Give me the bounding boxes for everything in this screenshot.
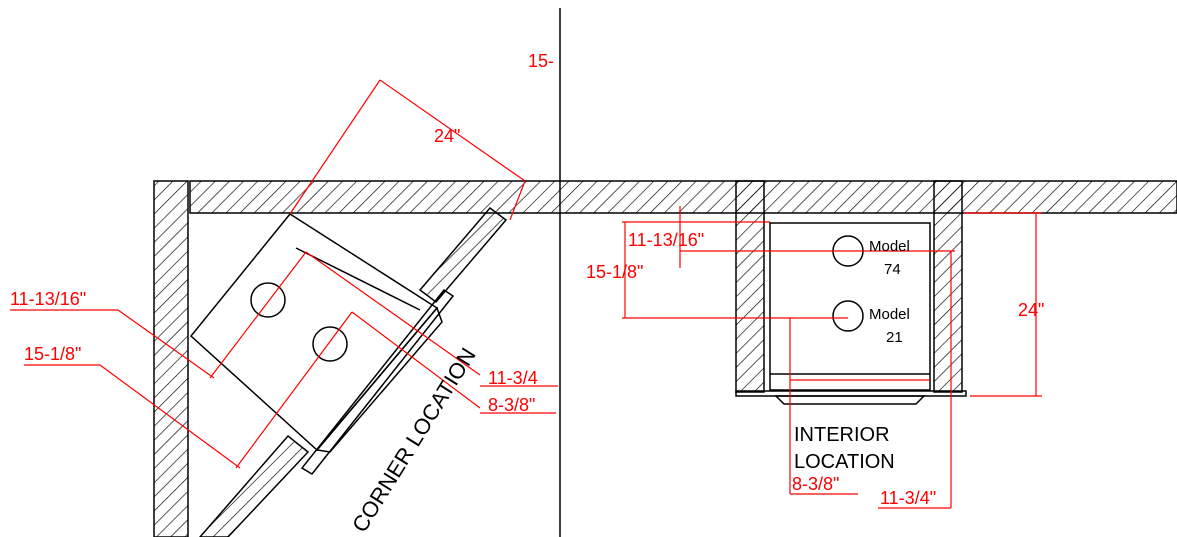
- interior-dim-24-label: 24": [1018, 300, 1044, 320]
- corner-dim-11-13-16-label: 11-13/16": [10, 289, 86, 309]
- interior-dim-15-1-8-label: 15-1/8": [586, 262, 643, 282]
- corner-unit-bezel: [300, 288, 455, 475]
- corner-dim-8-38-ext: [235, 311, 353, 469]
- corner-dim-15-1-8-label: 15-1/8": [24, 344, 81, 364]
- interior-dim-11-13-16-label: 11-13/16": [628, 230, 704, 250]
- diagonal-wall-lower: [199, 434, 310, 537]
- interior-location-group: 11-13/16" 15-1/8" 24" 8-3/8" 11-3/4" Mod…: [586, 206, 1044, 509]
- corner-location-group: 24" 11-13/16" 15-1/8" 11-3/4 8-3/8" CORN…: [10, 79, 558, 537]
- left-wall: [153, 180, 189, 537]
- model-74-label-line1: Model: [869, 238, 910, 255]
- corner-dim-11-34-line: [305, 251, 481, 376]
- corner-dim-24-ext-left: [289, 79, 381, 215]
- interior-location-label-line1: INTERIOR: [794, 424, 890, 446]
- corner-unit-body: [189, 213, 439, 452]
- corner-unit-inner-edge: [295, 247, 421, 311]
- corner-dim-11-34-ext: [209, 251, 307, 379]
- corner-dim-24-label: 24": [434, 126, 460, 146]
- corner-dim-11-leader-diag: [117, 309, 215, 379]
- corner-dim-24-ext-right: [509, 180, 526, 221]
- interior-location-label-line2: LOCATION: [794, 451, 895, 473]
- corner-dim-8-38-line: [351, 311, 481, 409]
- corner-hole-upper: [250, 282, 286, 318]
- corner-dim-8-3-8-label: 8-3/8": [488, 395, 535, 415]
- interior-unit-lip: [774, 395, 926, 405]
- interior-unit-body: [769, 222, 931, 391]
- corner-hole-lower: [312, 326, 348, 362]
- center-dim-label: 15-: [528, 51, 554, 71]
- interior-hole-model-21: [832, 300, 864, 332]
- corner-dim-11-3-4-label: 11-3/4: [488, 368, 538, 388]
- model-21-label-line1: Model: [869, 306, 910, 323]
- corner-dim-24-line: [379, 79, 526, 182]
- model-74-label-line2: 74: [884, 261, 901, 278]
- interior-dim-11-3-4-label: 11-3/4": [880, 488, 936, 508]
- interior-left-post: [735, 180, 765, 393]
- top-wall: [189, 180, 1177, 214]
- corner-location-label: CORNER LOCATION: [347, 343, 481, 536]
- interior-right-post: [933, 180, 963, 393]
- model-21-label-line2: 21: [886, 329, 903, 346]
- diagonal-wall-upper: [418, 206, 508, 304]
- corner-dim-15-leader-diag: [99, 364, 241, 469]
- interior-dim-8-3-8-label: 8-3/8": [792, 474, 839, 494]
